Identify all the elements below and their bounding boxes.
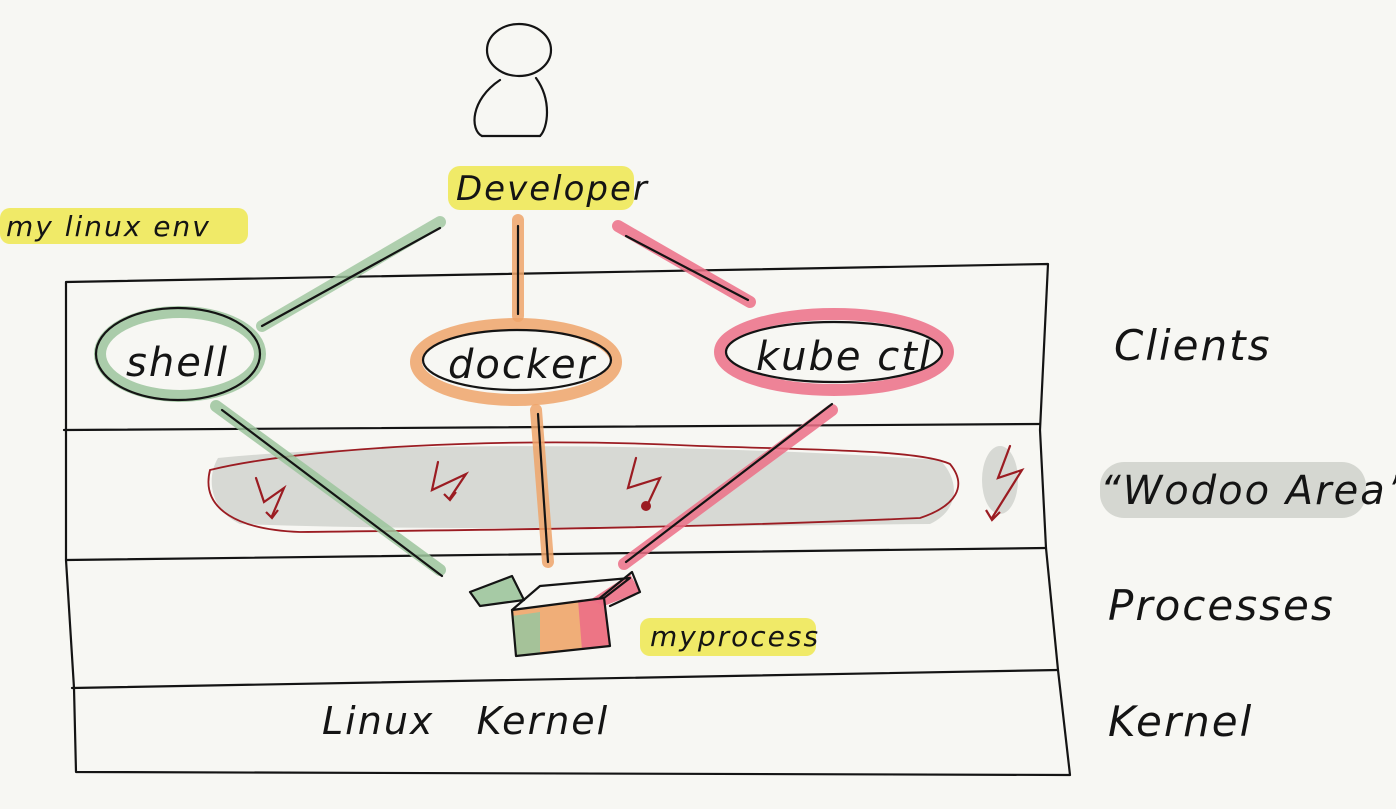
- developer-highlight: [448, 166, 634, 210]
- developer-label: Developer: [456, 169, 649, 209]
- line-kubectl-process-color: [618, 404, 838, 570]
- docker-ellipse-color: [410, 318, 622, 406]
- lightning-icon-3: [626, 456, 663, 511]
- layer-voodoo-highlight: [1100, 462, 1366, 518]
- line-shell-process: [220, 408, 444, 578]
- voodoo-area-outline: [207, 441, 960, 533]
- separator-voodoo: [64, 546, 1048, 562]
- lightning-icon-4-shadow: [982, 446, 1018, 514]
- env-label: my linux env: [6, 210, 211, 243]
- shell-ellipse: [94, 306, 262, 402]
- line-dev-shell: [260, 226, 442, 328]
- kubectl-ellipse-color: [714, 308, 954, 396]
- lightning-icon-4: [985, 444, 1025, 522]
- layer-kernel-label: Kernel: [1108, 697, 1253, 746]
- client-shell-label: shell: [126, 340, 229, 386]
- client-kubectl-label: kube ctl: [756, 334, 932, 380]
- lightning-icon-2: [430, 460, 470, 502]
- process-highlight: [640, 618, 816, 656]
- layer-processes-label: Processes: [1108, 581, 1335, 630]
- line-dev-kubectl: [624, 234, 750, 302]
- kubectl-ellipse: [724, 320, 944, 384]
- docker-ellipse: [421, 328, 613, 392]
- line-docker-process: [536, 412, 550, 564]
- kernel-inside-label: Linux Kernel: [322, 699, 609, 743]
- developer-person-icon: [473, 22, 553, 138]
- main-box: [64, 262, 1072, 777]
- client-docker-label: docker: [448, 342, 597, 388]
- env-highlight: [0, 208, 248, 244]
- lightning-icon-1: [254, 476, 287, 520]
- line-kubectl-process: [624, 402, 834, 564]
- separator-processes: [70, 668, 1060, 690]
- process-box-icon: [468, 570, 642, 658]
- layer-clients-label: Clients: [1114, 321, 1271, 370]
- separator-clients: [62, 422, 1042, 432]
- layer-voodoo-label: “Wodoo Area”: [1100, 468, 1396, 514]
- process-label: myprocess: [650, 620, 820, 653]
- voodoo-area-fill: [211, 446, 954, 529]
